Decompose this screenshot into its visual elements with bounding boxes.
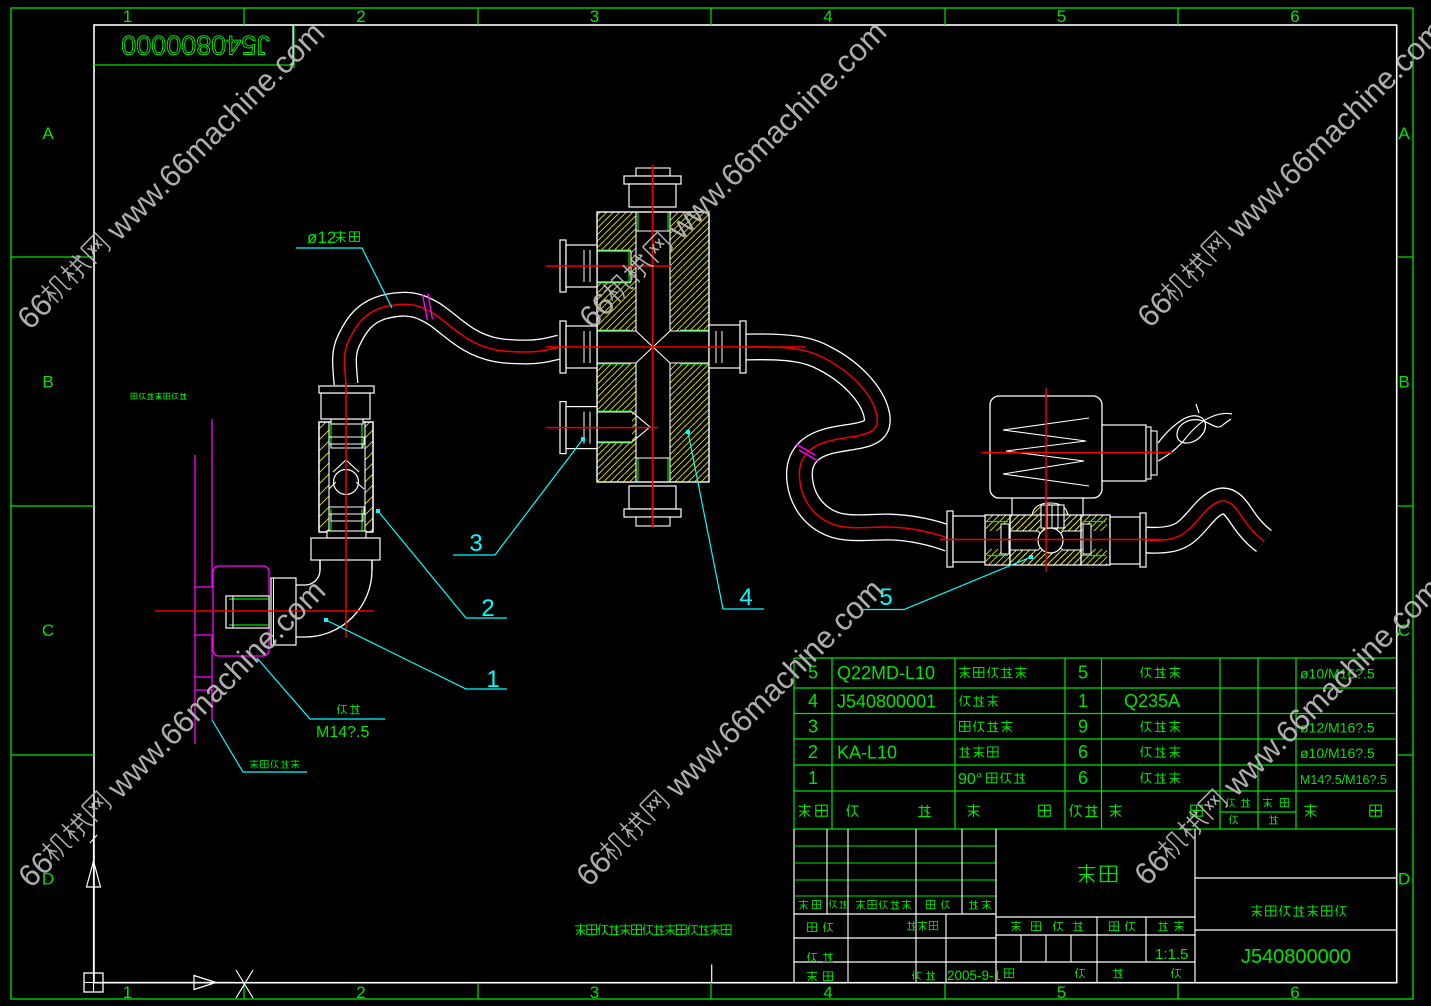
svg-text:90°: 90°	[958, 771, 982, 788]
svg-text:3: 3	[590, 983, 599, 1002]
svg-text:9: 9	[1078, 717, 1088, 737]
svg-text:1: 1	[123, 983, 132, 1002]
svg-text:6: 6	[1290, 7, 1299, 26]
svg-text:3: 3	[590, 7, 599, 26]
svg-text:4: 4	[808, 691, 818, 711]
svg-text:ø10/M16?.5: ø10/M16?.5	[1300, 745, 1375, 761]
svg-text:J540800001: J540800001	[837, 692, 936, 712]
svg-text:1: 1	[1078, 691, 1088, 711]
svg-text:2005-9-1: 2005-9-1	[947, 968, 1001, 983]
svg-text:J540800000: J540800000	[1241, 946, 1351, 968]
svg-text:B: B	[1398, 373, 1409, 392]
svg-text:M14?.5: M14?.5	[316, 724, 369, 741]
svg-text:1:1.5: 1:1.5	[1155, 946, 1188, 963]
svg-text:5: 5	[1057, 7, 1066, 26]
svg-text:2: 2	[808, 742, 818, 762]
svg-text:C: C	[42, 621, 54, 640]
svg-text:6: 6	[1290, 983, 1299, 1002]
svg-text:5: 5	[808, 663, 818, 683]
svg-text:KA-L10: KA-L10	[837, 743, 897, 763]
svg-text:5: 5	[1057, 983, 1066, 1002]
svg-text:ø12/M16?.5: ø12/M16?.5	[1300, 720, 1375, 736]
svg-text:1: 1	[486, 666, 499, 693]
svg-text:ø10/M16?.5: ø10/M16?.5	[1300, 666, 1375, 682]
svg-text:A: A	[1398, 124, 1410, 143]
svg-text:3: 3	[469, 530, 482, 557]
svg-text:4: 4	[823, 7, 832, 26]
svg-text:J540800000: J540800000	[121, 30, 270, 60]
svg-text:C: C	[1398, 621, 1410, 640]
svg-text:B: B	[42, 373, 53, 392]
svg-text:5: 5	[1078, 663, 1088, 683]
svg-text:5: 5	[879, 584, 892, 611]
svg-text:2: 2	[356, 983, 365, 1002]
svg-text:4: 4	[823, 983, 832, 1002]
svg-text:4: 4	[739, 584, 752, 611]
svg-text:D: D	[1398, 870, 1410, 889]
svg-text:1: 1	[123, 7, 132, 26]
svg-text:D: D	[42, 870, 54, 889]
svg-text:ø12: ø12	[307, 228, 336, 247]
svg-text:2: 2	[356, 7, 365, 26]
svg-text:2: 2	[481, 595, 494, 622]
svg-text:M14?.5/M16?.5: M14?.5/M16?.5	[1300, 773, 1387, 787]
svg-text:Q22MD-L10: Q22MD-L10	[837, 663, 935, 683]
svg-text:6: 6	[1078, 742, 1088, 762]
svg-text:A: A	[42, 124, 54, 143]
svg-text:Q235A: Q235A	[1124, 691, 1180, 711]
svg-text:1: 1	[808, 768, 818, 788]
svg-text:3: 3	[808, 717, 818, 737]
svg-text:6: 6	[1078, 768, 1088, 788]
